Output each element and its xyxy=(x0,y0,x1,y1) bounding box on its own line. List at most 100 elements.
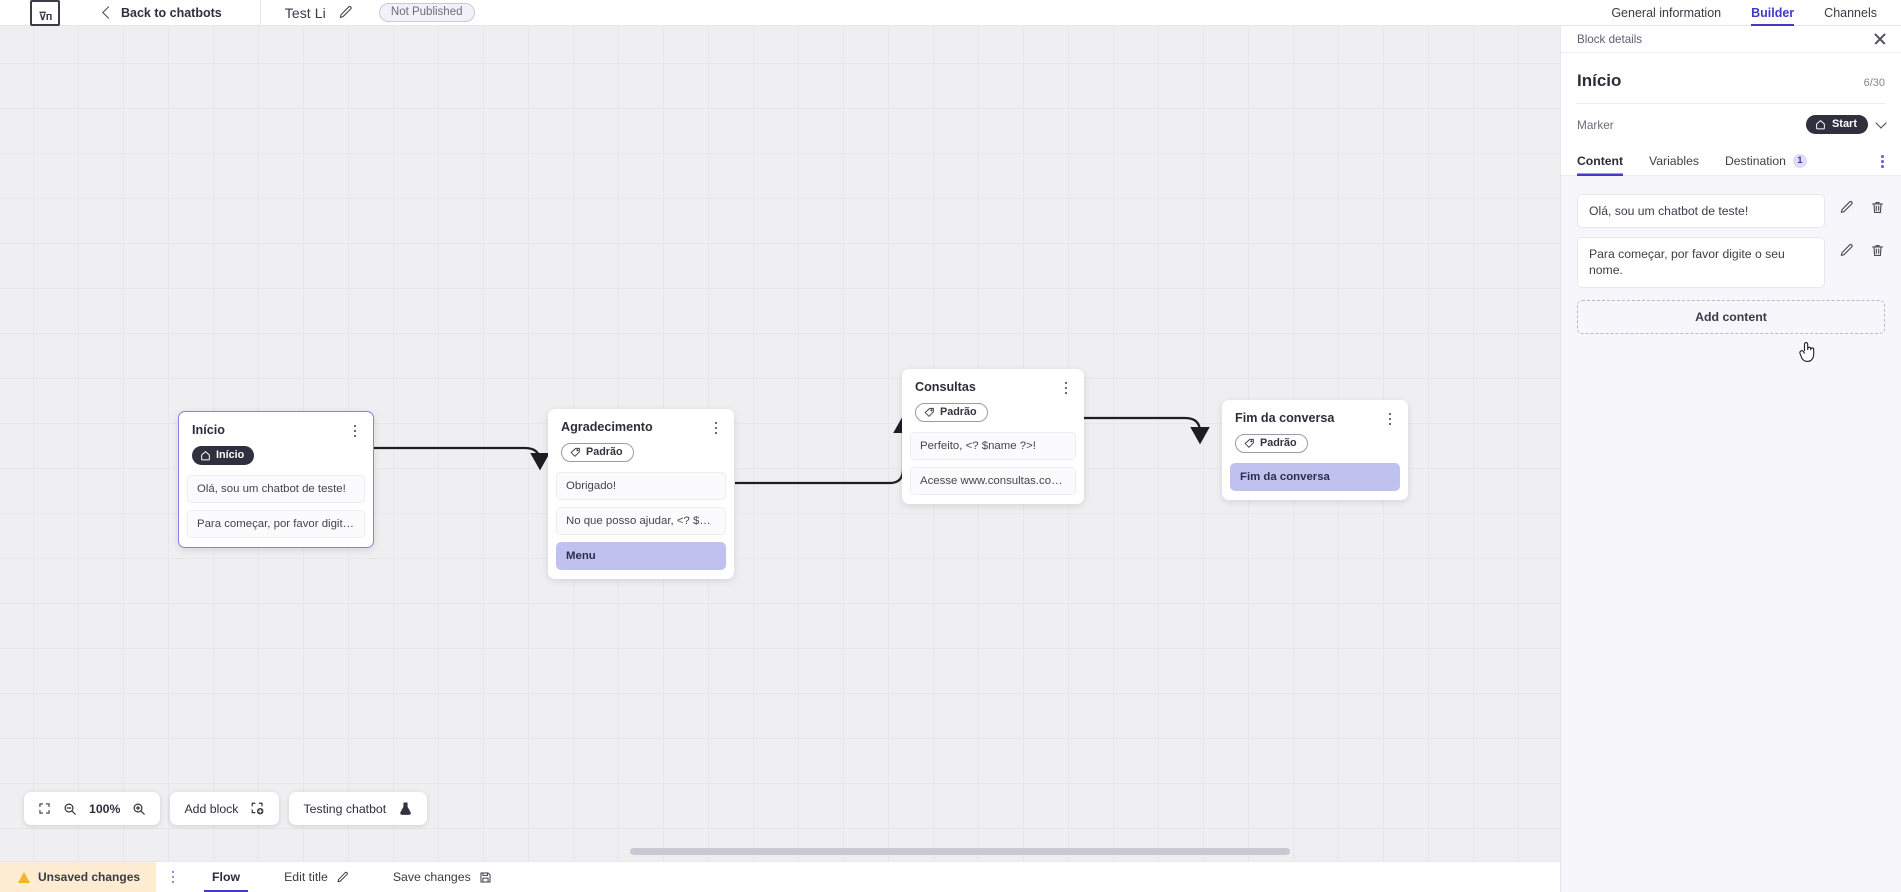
content-item-actions xyxy=(1825,194,1885,215)
block-message[interactable]: Menu xyxy=(556,542,726,570)
block-marker-chip: Padrão xyxy=(1235,434,1308,453)
marker-label: Marker xyxy=(1577,117,1614,132)
tab-flow-label: Flow xyxy=(212,870,241,884)
pencil-icon xyxy=(336,871,349,884)
pencil-icon[interactable] xyxy=(1839,243,1854,258)
bottom-bar: Unsaved changes Flow Edit title Save cha… xyxy=(0,861,1560,892)
block-messages: Olá, sou um chatbot de teste! Para começ… xyxy=(179,475,373,547)
add-block-button[interactable]: Add block xyxy=(170,792,280,825)
block-header: Consultas Padrão xyxy=(902,369,1084,432)
tag-icon xyxy=(570,447,580,457)
block-message[interactable]: Para começar, por favor digite o ... xyxy=(187,510,365,538)
tab-general-information[interactable]: General information xyxy=(1611,6,1722,20)
content-text[interactable]: Olá, sou um chatbot de teste! xyxy=(1577,194,1825,229)
panel-title-row: Início 6/30 xyxy=(1577,53,1885,104)
tab-builder[interactable]: Builder xyxy=(1751,0,1795,26)
panel-menu-button[interactable] xyxy=(1876,153,1889,170)
home-icon xyxy=(1816,119,1825,129)
edit-title-label: Edit title xyxy=(284,870,328,884)
block-message[interactable]: Perfeito, <? $name ?>! xyxy=(910,432,1076,460)
edit-title-button[interactable]: Edit title xyxy=(262,862,371,892)
chevron-down-icon[interactable] xyxy=(1875,116,1887,129)
block-marker-label: Início xyxy=(216,449,245,461)
add-content-button[interactable]: Add content xyxy=(1577,299,1885,334)
block-marker-chip: Início xyxy=(192,446,255,465)
block-marker-chip: Padrão xyxy=(915,403,988,422)
panel-content-list: Olá, sou um chatbot de teste! Para xyxy=(1561,176,1901,892)
top-tabs: General information Builder Channels xyxy=(1611,0,1877,26)
bottom-bar-menu-button[interactable] xyxy=(156,862,190,892)
block-menu-button[interactable] xyxy=(348,423,362,439)
back-to-chatbots-button[interactable]: Back to chatbots xyxy=(102,0,222,26)
unsaved-changes-indicator: Unsaved changes xyxy=(0,862,157,892)
flow-block-fim-da-conversa[interactable]: Fim da conversa Padrão Fim da conversa xyxy=(1222,400,1408,500)
block-menu-button[interactable] xyxy=(1383,411,1397,427)
block-marker-label: Padrão xyxy=(586,446,623,458)
destination-count-badge: 1 xyxy=(1792,153,1807,168)
close-icon[interactable] xyxy=(1873,32,1887,46)
panel-body: Início 6/30 Marker Start xyxy=(1561,53,1901,146)
block-messages: Fim da conversa xyxy=(1222,463,1408,500)
logo-icon: ⊽ᴨ xyxy=(30,0,60,26)
marker-value-chip[interactable]: Start xyxy=(1805,115,1868,134)
unsaved-changes-label: Unsaved changes xyxy=(38,870,141,884)
flow-block-consultas[interactable]: Consultas Padrão Perfeito, <? $name ?>! … xyxy=(902,369,1084,504)
tab-destination[interactable]: Destination 1 xyxy=(1725,146,1807,176)
fit-screen-icon[interactable] xyxy=(38,802,51,815)
add-block-label: Add block xyxy=(184,801,239,816)
canvas-horizontal-scrollbar[interactable] xyxy=(630,848,1290,855)
warning-icon xyxy=(18,871,30,883)
flow-block-inicio[interactable]: Início Início Olá, sou um chatbot de tes… xyxy=(178,411,374,548)
tab-variables-label: Variables xyxy=(1649,153,1699,168)
block-message[interactable]: No que posso ajudar, <? $name ... xyxy=(556,507,726,535)
block-message[interactable]: Obrigado! xyxy=(556,472,726,500)
block-title: Consultas xyxy=(915,380,976,394)
content-text[interactable]: Para começar, por favor digite o seu nom… xyxy=(1577,237,1825,288)
divider xyxy=(259,0,261,26)
pencil-icon[interactable] xyxy=(1839,200,1854,215)
block-message[interactable]: Olá, sou um chatbot de teste! xyxy=(187,475,365,503)
block-menu-button[interactable] xyxy=(709,420,723,436)
block-message[interactable]: Fim da conversa xyxy=(1230,463,1400,491)
zoom-level-label: 100% xyxy=(89,801,121,816)
home-icon xyxy=(201,450,210,460)
flask-icon xyxy=(398,801,413,817)
marker-selector[interactable]: Start xyxy=(1805,115,1887,134)
panel-header: Block details xyxy=(1561,26,1901,53)
marker-row: Marker Start xyxy=(1577,104,1887,146)
tag-icon xyxy=(924,407,934,417)
tab-variables[interactable]: Variables xyxy=(1649,146,1699,176)
testing-chatbot-label: Testing chatbot xyxy=(303,801,387,816)
tab-content[interactable]: Content xyxy=(1577,146,1623,176)
zoom-controls[interactable]: 100% xyxy=(24,792,161,825)
save-changes-label: Save changes xyxy=(392,870,471,884)
panel-char-count: 6/30 xyxy=(1863,77,1885,89)
trash-icon[interactable] xyxy=(1870,243,1885,258)
flow-canvas[interactable]: Início Início Olá, sou um chatbot de tes… xyxy=(0,26,1560,861)
chevron-left-icon xyxy=(102,5,115,19)
panel-title: Início xyxy=(1577,71,1622,90)
tab-flow[interactable]: Flow xyxy=(190,862,262,892)
block-header: Fim da conversa Padrão xyxy=(1222,400,1408,463)
app-logo[interactable]: ⊽ᴨ xyxy=(28,0,62,26)
edit-title-pencil-icon[interactable] xyxy=(338,5,353,20)
top-bar: ⊽ᴨ Back to chatbots Test Li Not Publishe… xyxy=(0,0,1901,26)
save-changes-button[interactable]: Save changes xyxy=(371,862,514,892)
tab-destination-label: Destination xyxy=(1724,153,1786,168)
add-block-icon xyxy=(250,801,265,816)
block-message[interactable]: Acesse www.consultas.com par... xyxy=(910,467,1076,495)
tab-content-label: Content xyxy=(1577,153,1624,168)
trash-icon[interactable] xyxy=(1870,200,1885,215)
zoom-out-icon[interactable] xyxy=(63,802,77,816)
testing-chatbot-button[interactable]: Testing chatbot xyxy=(289,792,428,825)
tag-icon xyxy=(1244,438,1254,448)
back-to-chatbots-label: Back to chatbots xyxy=(121,5,222,20)
panel-header-label: Block details xyxy=(1577,32,1643,46)
content-item: Olá, sou um chatbot de teste! xyxy=(1577,194,1885,229)
flow-block-agradecimento[interactable]: Agradecimento Padrão Obrigado! No que po… xyxy=(548,409,734,579)
tab-channels[interactable]: Channels xyxy=(1824,6,1877,20)
canvas-inner: Início Início Olá, sou um chatbot de tes… xyxy=(0,26,1560,861)
block-menu-button[interactable] xyxy=(1059,380,1073,396)
zoom-in-icon[interactable] xyxy=(132,802,146,816)
block-header: Início Início xyxy=(179,412,373,475)
